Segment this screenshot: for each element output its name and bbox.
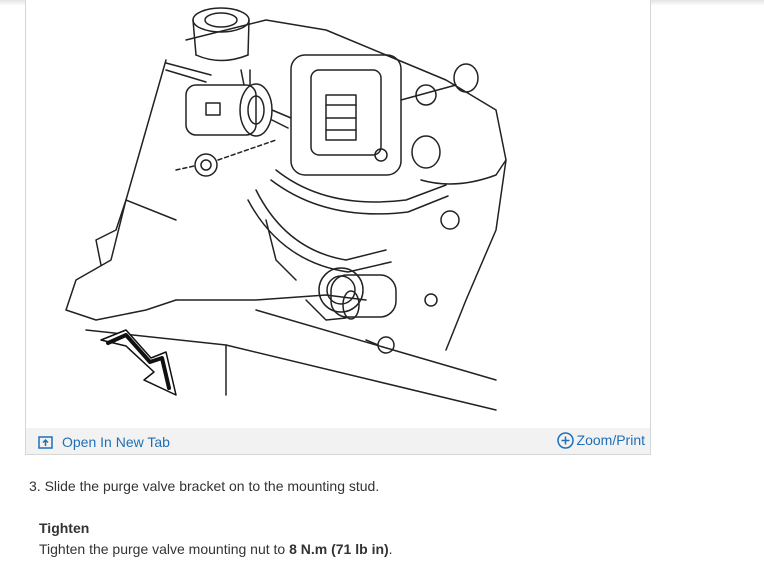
step-3-text: 3. Slide the purge valve bracket on to t…: [29, 478, 380, 494]
plus-circle-icon: [556, 431, 574, 449]
tighten-instruction: Tighten the purge valve mounting nut to …: [39, 541, 393, 557]
tighten-text-prefix: Tighten the purge valve mounting nut to: [39, 541, 290, 557]
zoom-print-label: Zoom/Print: [576, 432, 645, 448]
torque-value: 8 N.m (71 lb in): [289, 541, 389, 557]
tighten-heading: Tighten: [39, 520, 90, 536]
tighten-text-suffix: .: [388, 541, 393, 557]
zoom-print-link[interactable]: Zoom/Print: [556, 430, 645, 450]
open-in-new-tab-icon: [38, 435, 53, 449]
engine-diagram: [65, 7, 507, 411]
open-in-new-tab-label: Open In New Tab: [62, 434, 170, 450]
open-in-new-tab-link[interactable]: Open In New Tab: [38, 433, 170, 451]
figure-toolbar: Open In New Tab Zoom/Print: [26, 428, 650, 454]
figure-card: Open In New Tab Zoom/Print: [25, 0, 651, 455]
